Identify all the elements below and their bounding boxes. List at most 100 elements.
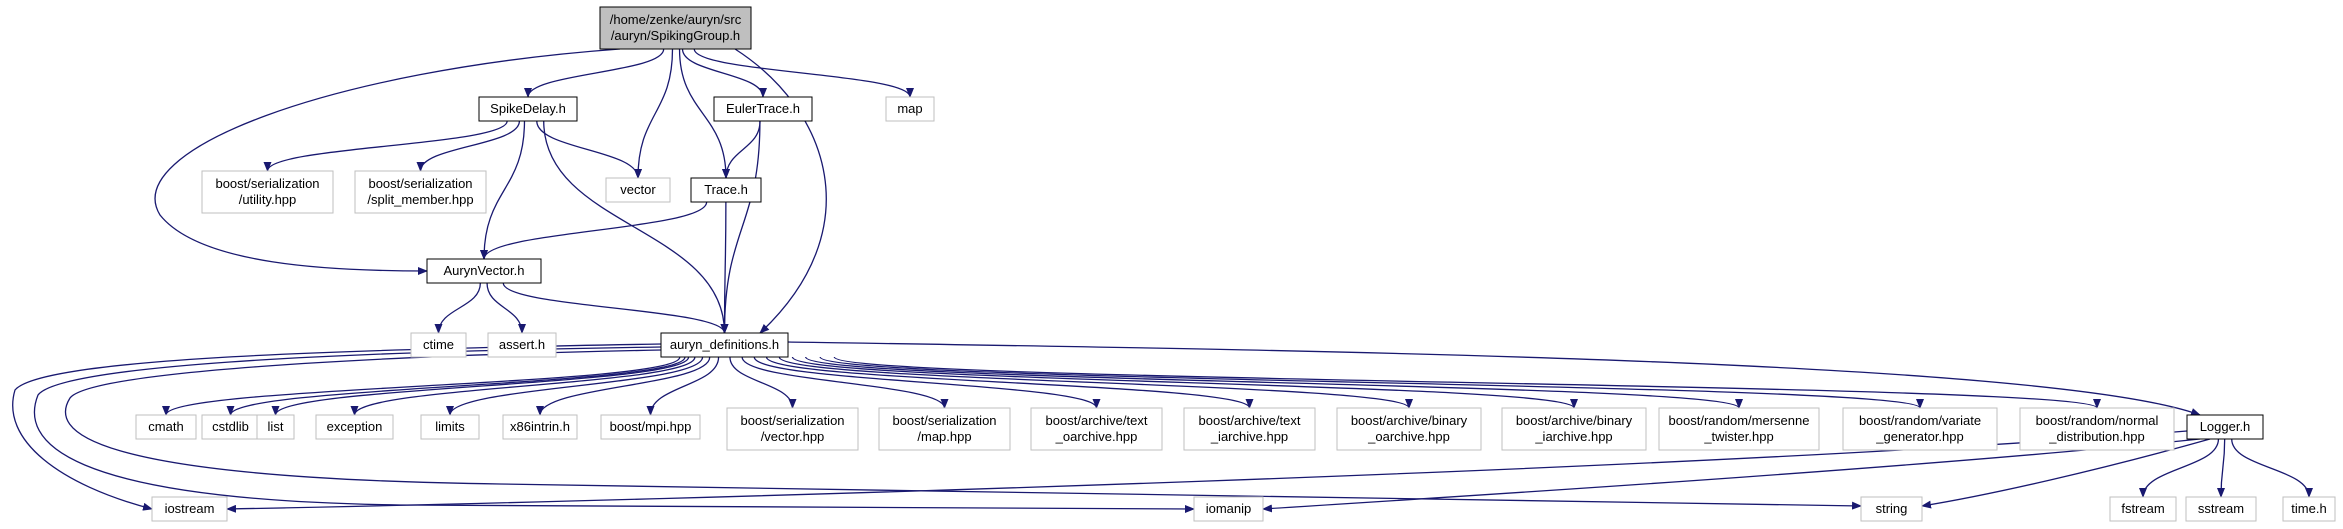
edge-eulertrace-to-trace [722, 120, 761, 179]
node-string: string [1860, 496, 1923, 522]
edge-spikedelay-to-boost-serialization-utility [263, 120, 508, 172]
edge-spikinggroup-to-eulertrace [681, 48, 767, 98]
node-box [1193, 496, 1264, 522]
node-label: _oarchive.hpp [1367, 429, 1450, 444]
node-label: Trace.h [704, 182, 748, 197]
node-label: boost/archive/text [1046, 413, 1148, 428]
node-boost-random-normal-distribution: boost/random/normal_distribution.hpp [2019, 407, 2175, 451]
node-label: /auryn/SpikingGroup.h [611, 28, 740, 43]
node-label: fstream [2121, 501, 2164, 516]
node-limits: limits [420, 414, 480, 440]
node-box [1658, 407, 1820, 451]
node-boost-mpi: boost/mpi.hpp [600, 414, 701, 440]
edge-spikinggroup-to-vector [634, 48, 674, 179]
edge-auryn-definitions-to-cstdlib [226, 356, 686, 416]
node-label: boost/mpi.hpp [610, 419, 692, 434]
node-boost-archive-text-iarchive: boost/archive/text_iarchive.hpp [1183, 407, 1316, 451]
edge-auryn-definitions-to-logger [787, 341, 2201, 416]
edge-auryn-definitions-to-boost-serialization-map [741, 356, 949, 409]
node-label: cstdlib [212, 419, 249, 434]
node-sstream: sstream [2185, 496, 2257, 522]
node-label: EulerTrace.h [726, 101, 800, 116]
node-label: cmath [148, 419, 183, 434]
node-box [354, 170, 487, 214]
node-label: boost/serialization [740, 413, 844, 428]
node-label: auryn_definitions.h [670, 337, 779, 352]
edge-spikinggroup-to-map [693, 48, 914, 98]
node-label: boost/archive/text [1199, 413, 1301, 428]
node-label: boost/serialization [368, 176, 472, 191]
edge-aurynvector-to-ctime [434, 282, 482, 334]
node-boost-archive-binary-iarchive: boost/archive/binary_iarchive.hpp [1501, 407, 1647, 451]
node-boost-serialization-map: boost/serialization/map.hpp [878, 407, 1011, 451]
node-vector: vector [605, 177, 671, 203]
node-box [713, 96, 813, 122]
node-label: _twister.hpp [1703, 429, 1773, 444]
node-box [1842, 407, 1998, 451]
node-fstream: fstream [2109, 496, 2177, 522]
edge-spikedelay-to-boost-serialization-split-member [416, 120, 521, 172]
node-box [315, 414, 394, 440]
edge-auryn-definitions-to-list [271, 356, 690, 416]
node-box [502, 414, 578, 440]
node-label: _iarchive.hpp [1534, 429, 1612, 444]
node-box [690, 177, 762, 203]
node-label: boost/random/mersenne [1669, 413, 1810, 428]
node-box [426, 258, 542, 284]
edge-spikinggroup-to-trace [678, 48, 730, 179]
node-boost-random-variate-generator: boost/random/variate_generator.hpp [1842, 407, 1998, 451]
node-box [1501, 407, 1647, 451]
node-logger[interactable]: Logger.h [2186, 414, 2264, 440]
node-label: sstream [2198, 501, 2244, 516]
node-label: boost/serialization [215, 176, 319, 191]
node-auryn-definitions[interactable]: auryn_definitions.h [660, 332, 789, 358]
node-label: time.h [2291, 501, 2326, 516]
node-label: boost/archive/binary [1516, 413, 1633, 428]
node-spikedelay[interactable]: SpikeDelay.h [478, 96, 578, 122]
node-box [605, 177, 671, 203]
node-boost-random-mersenne-twister: boost/random/mersenne_twister.hpp [1658, 407, 1820, 451]
edge-spikinggroup-to-aurynvector [154, 48, 621, 275]
edge-aurynvector-to-auryn-definitions [502, 282, 729, 334]
node-label: vector [620, 182, 656, 197]
node-x86intrin: x86intrin.h [502, 414, 578, 440]
edge-auryn-definitions-to-boost-random-mersenne-twister [805, 356, 1743, 409]
edge-auryn-definitions-to-boost-archive-binary-oarchive [778, 356, 1413, 409]
node-box [487, 332, 557, 358]
node-ctime: ctime [410, 332, 467, 358]
node-label: AurynVector.h [444, 263, 525, 278]
node-eulertrace[interactable]: EulerTrace.h [713, 96, 813, 122]
node-label: SpikeDelay.h [490, 101, 566, 116]
node-cstdlib: cstdlib [201, 414, 260, 440]
node-aurynvector[interactable]: AurynVector.h [426, 258, 542, 284]
node-assert: assert.h [487, 332, 557, 358]
edge-spikinggroup-to-auryn-definitions [734, 48, 827, 334]
node-box [151, 496, 228, 522]
node-spikinggroup[interactable]: /home/zenke/auryn/src/auryn/SpikingGroup… [599, 6, 752, 50]
node-label: x86intrin.h [510, 419, 570, 434]
edge-auryn-definitions-to-cmath [162, 356, 681, 416]
edge-auryn-definitions-to-limits [446, 356, 704, 416]
edge-auryn-definitions-to-boost-archive-text-oarchive [753, 356, 1101, 409]
node-box [600, 414, 701, 440]
node-box [256, 414, 295, 440]
edge-auryn-definitions-to-boost-archive-binary-iarchive [791, 356, 1578, 409]
node-label: string [1876, 501, 1908, 516]
edge-auryn-definitions-to-x86intrin [536, 356, 711, 416]
edge-aurynvector-to-assert [486, 282, 526, 334]
node-label: boost/random/normal [2036, 413, 2159, 428]
edge-logger-to-sstream [2217, 438, 2226, 498]
edge-eulertrace-to-auryn-definitions [720, 120, 761, 334]
node-map: map [885, 96, 935, 122]
node-box [420, 414, 480, 440]
node-box [2186, 414, 2264, 440]
node-box [201, 170, 334, 214]
edge-spikinggroup-to-spikedelay [524, 48, 665, 98]
node-label: list [268, 419, 284, 434]
edge-trace-to-aurynvector [480, 201, 708, 260]
node-trace[interactable]: Trace.h [690, 177, 762, 203]
edge-logger-to-fstream [2139, 438, 2220, 498]
node-iostream: iostream [151, 496, 228, 522]
edge-spikedelay-to-aurynvector [480, 120, 526, 260]
